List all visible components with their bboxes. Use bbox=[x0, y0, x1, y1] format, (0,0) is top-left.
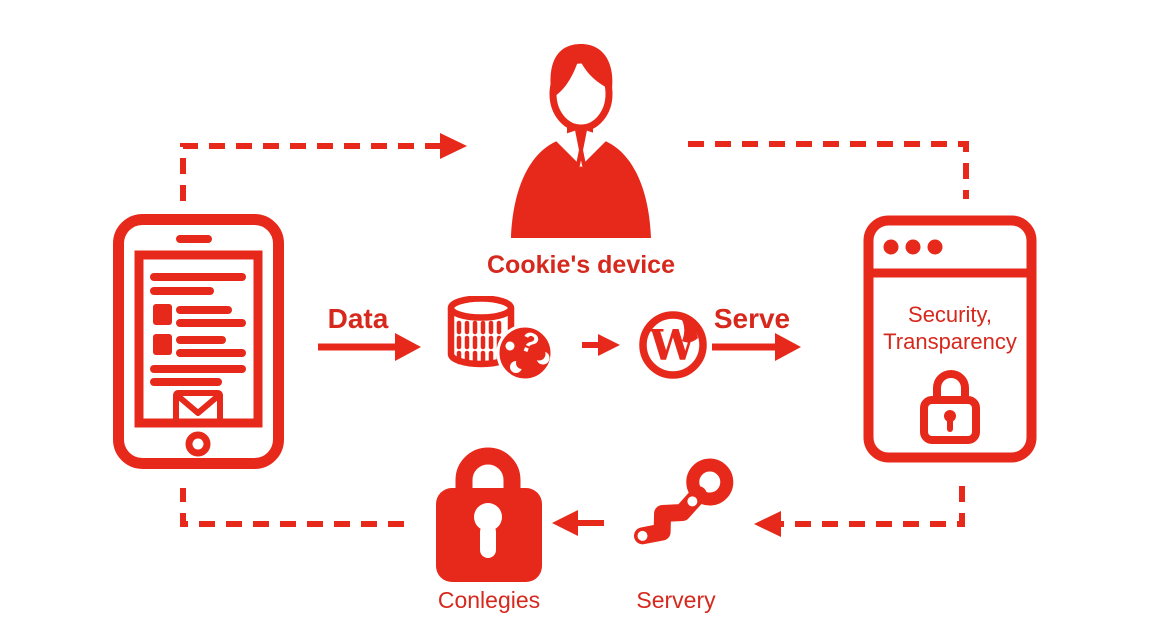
serve-flow-arrow-head bbox=[775, 333, 801, 361]
arrow-key-to-lock-head bbox=[552, 510, 578, 536]
user-silhouette-icon bbox=[511, 44, 651, 238]
dashed-connector-lock-to-tablet bbox=[180, 488, 404, 527]
dashed-arrow-browser-to-key-head bbox=[754, 511, 781, 537]
serve-flow-label: Serve bbox=[713, 303, 791, 334]
wordpress-logo-icon: W bbox=[639, 311, 707, 379]
key-label: Servery bbox=[636, 587, 716, 613]
dashed-arrow-tablet-to-person-head bbox=[440, 133, 467, 159]
browser-security-text: Security, Transparency bbox=[867, 301, 1033, 355]
dashed-connector-person-to-browser bbox=[688, 141, 969, 199]
dashed-arrow-browser-to-key bbox=[779, 486, 965, 527]
key-icon bbox=[633, 458, 734, 545]
dashed-arrow-tablet-to-person bbox=[180, 143, 442, 201]
wordpress-letter: W bbox=[648, 321, 697, 370]
browser-text-line1: Security, bbox=[908, 302, 992, 327]
person-label: Cookie's device bbox=[487, 251, 675, 279]
db-to-wordpress-arrow-head bbox=[598, 334, 620, 356]
browser-text-line2: Transparency bbox=[883, 329, 1017, 354]
padlock-label: Conlegies bbox=[437, 587, 541, 613]
padlock-icon bbox=[436, 447, 542, 582]
database-cookie-icon: ? bbox=[447, 296, 554, 382]
data-flow-label: Data bbox=[327, 303, 389, 334]
tablet-document-icon bbox=[113, 214, 284, 469]
data-flow-arrow-head bbox=[395, 333, 421, 361]
browser-lock-icon bbox=[863, 215, 1037, 463]
